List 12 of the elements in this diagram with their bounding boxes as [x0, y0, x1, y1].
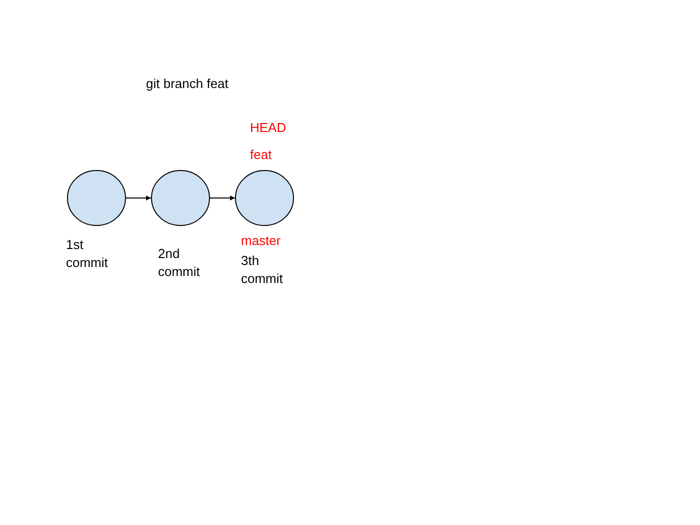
commit-circle — [67, 170, 126, 226]
commit-circle — [151, 170, 210, 226]
diagram-title: git branch feat — [146, 76, 228, 92]
commit-label: 3th commit — [241, 252, 284, 288]
arrow — [210, 196, 236, 200]
commit-circle — [235, 170, 294, 226]
commit-label: 2nd commit — [158, 245, 201, 281]
arrow — [126, 196, 152, 200]
branch-label: master — [241, 233, 281, 249]
branch-label: feat — [250, 147, 272, 163]
commit-label: 1st commit — [66, 236, 109, 272]
branch-label: HEAD — [250, 120, 286, 136]
